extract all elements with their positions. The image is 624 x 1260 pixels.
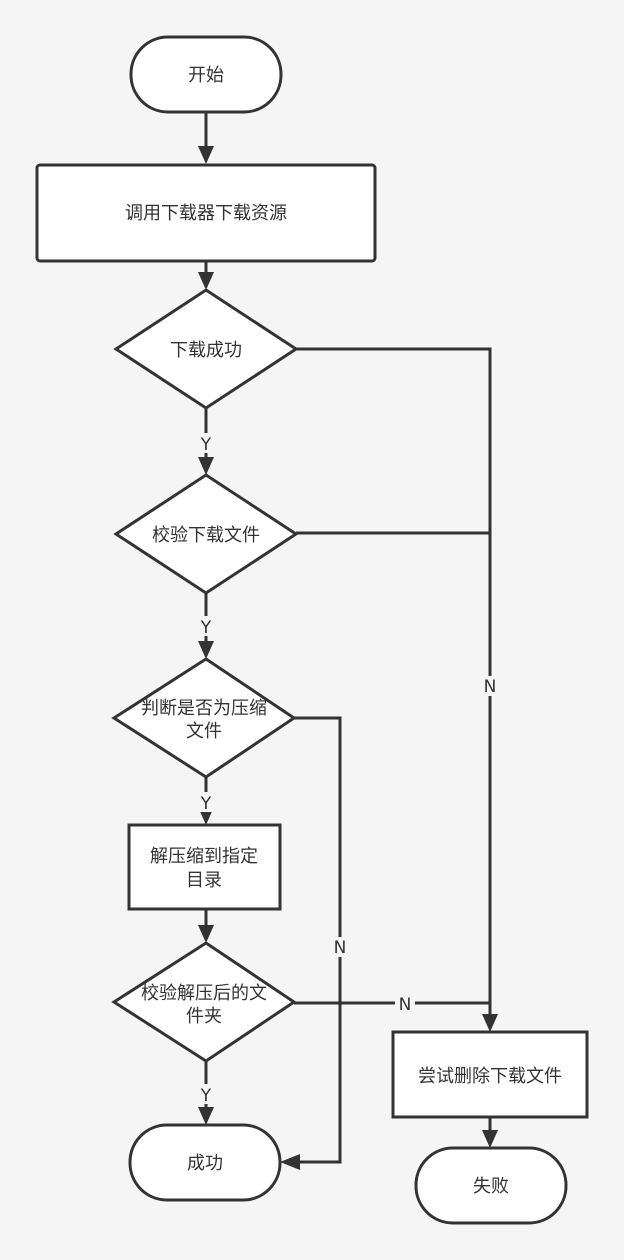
edge-label-no: N <box>484 677 497 697</box>
arrowhead <box>198 641 214 659</box>
is-compressed-decision <box>111 657 297 779</box>
download-process <box>35 163 377 263</box>
edge-failure-trunk <box>296 347 492 1014</box>
fail-label: 失败 <box>473 1176 509 1197</box>
verify-download-label: 校验下载文件 <box>152 525 260 546</box>
arrowhead <box>198 272 214 290</box>
arrowhead <box>280 1154 300 1170</box>
start-node <box>129 35 283 114</box>
verify-extracted-label-line2: 件夹 <box>186 1006 222 1027</box>
edge-label-yes: Y <box>200 618 212 638</box>
arrowhead <box>482 1014 498 1032</box>
start-label: 开始 <box>188 65 224 86</box>
verify-extracted-decision <box>111 941 297 1063</box>
edge-label-yes: Y <box>200 794 212 814</box>
edge-label-no: N <box>399 995 412 1015</box>
extract-label-line2: 目录 <box>186 870 222 891</box>
delete-download-label: 尝试删除下载文件 <box>418 1066 562 1087</box>
edge-label-yes: Y <box>200 435 212 455</box>
delete-download-process <box>391 1030 589 1119</box>
arrowhead <box>198 457 214 475</box>
fail-node <box>414 1146 568 1225</box>
download-label: 调用下载器下载资源 <box>125 203 287 224</box>
success-node <box>128 1123 282 1202</box>
arrowhead <box>198 146 214 164</box>
edge-label-yes: Y <box>200 1086 212 1106</box>
extract-process <box>127 823 282 911</box>
verify-extracted-label-line1: 校验解压后的文 <box>141 983 267 1004</box>
is-compressed-label-line2: 文件 <box>186 721 222 742</box>
is-compressed-label-line1: 判断是否为压缩 <box>141 698 267 719</box>
verify-download-decision <box>113 473 299 595</box>
extract-label-line1: 解压缩到指定 <box>150 846 258 867</box>
edge-label-no: N <box>334 938 347 958</box>
success-label: 成功 <box>187 1153 223 1174</box>
arrowhead <box>198 1107 214 1125</box>
arrowhead <box>198 925 214 943</box>
download-success-decision <box>113 288 299 410</box>
download-success-label: 下载成功 <box>170 340 242 361</box>
arrowhead <box>482 1130 498 1148</box>
